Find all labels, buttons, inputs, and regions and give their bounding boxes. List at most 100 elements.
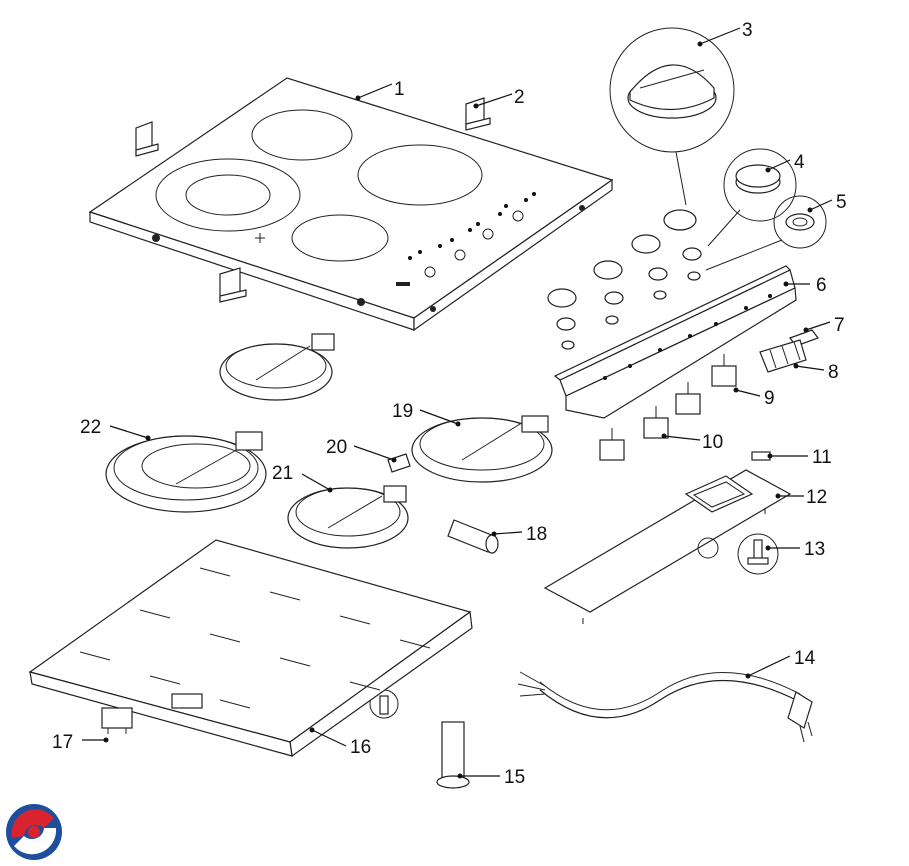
callout-anchor-dot	[765, 545, 771, 551]
callout-21: 21	[272, 463, 333, 493]
housing-ventilation-slots	[79, 567, 431, 709]
callout-12: 12	[775, 487, 827, 508]
callout-20: 20	[326, 437, 397, 463]
callout-number: 5	[836, 192, 847, 213]
callout-leader-line	[699, 27, 741, 45]
callout-15: 15	[457, 767, 525, 788]
callout-leader-line	[311, 729, 347, 747]
callout-leader-line	[493, 531, 523, 535]
leveling-foot	[369, 689, 470, 789]
callout-number: 9	[764, 388, 775, 409]
callout-leader-line	[805, 321, 831, 331]
insulating-sleeve	[447, 519, 499, 554]
callout-anchor-dot	[765, 167, 771, 173]
callout-leader-line	[735, 389, 761, 397]
callout-leader-line	[767, 159, 791, 171]
callout-1: 1	[355, 79, 405, 101]
callout-number: 22	[80, 417, 101, 438]
callout-leader-line	[109, 425, 149, 439]
brand-swirl-logo	[6, 804, 62, 860]
callout-number: 4	[794, 152, 805, 173]
callout-leader-line	[353, 445, 395, 461]
callout-leader-line	[809, 199, 833, 211]
callout-4: 4	[765, 152, 805, 173]
cooktop-control-markings	[396, 192, 536, 286]
callout-9: 9	[733, 387, 775, 409]
callout-10: 10	[661, 432, 723, 453]
callout-anchor-dot	[327, 487, 333, 493]
callout-anchor-dot	[807, 207, 813, 213]
cooktop-glass-panel	[88, 77, 614, 332]
callout-anchor-dot	[783, 281, 789, 287]
callout-anchor-dot	[733, 387, 739, 393]
callout-number: 8	[828, 362, 839, 383]
callout-anchor-dot	[697, 41, 703, 47]
power-cord	[517, 671, 813, 743]
callout-16: 16	[309, 727, 371, 758]
callout-number: 14	[794, 648, 816, 669]
callout-leader-line	[419, 409, 459, 425]
terminal-block	[759, 339, 807, 373]
bottom-housing	[28, 539, 473, 758]
callout-leader-line	[357, 83, 393, 99]
callout-anchor-dot	[457, 773, 463, 779]
callout-number: 12	[806, 487, 827, 508]
control-panel-housing	[553, 265, 797, 419]
foot-connector	[101, 707, 133, 734]
callout-anchor-dot	[473, 103, 479, 109]
callout-leader-line	[475, 93, 513, 107]
callout-number: 15	[504, 767, 525, 788]
callout-2: 2	[473, 87, 525, 109]
control-mounting-plate	[543, 469, 792, 613]
callout-number: 3	[742, 20, 753, 41]
callout-anchor-dot	[145, 435, 151, 441]
callout-anchor-dot	[391, 457, 397, 463]
callout-14: 14	[745, 648, 816, 679]
screw	[582, 508, 779, 624]
callout-leader-line	[747, 655, 791, 677]
callout-anchor-dot	[661, 433, 667, 439]
callout-anchor-dot	[767, 453, 773, 459]
callout-anchor-dot	[309, 727, 315, 733]
callout-anchor-dot	[455, 421, 461, 427]
callout-3: 3	[697, 20, 753, 47]
callout-number: 19	[392, 401, 413, 422]
callout-number: 11	[812, 447, 832, 468]
callout-22: 22	[80, 417, 151, 441]
callout-13: 13	[765, 539, 825, 560]
callout-11: 11	[767, 447, 832, 468]
callout-17: 17	[52, 732, 109, 753]
radiant-heater-element-small	[287, 485, 409, 549]
knob-nut	[561, 195, 827, 350]
radiant-heater-element-dual	[105, 431, 267, 513]
callout-anchor-dot	[103, 737, 109, 743]
callout-anchor-dot	[803, 327, 809, 333]
callout-number: 18	[526, 524, 547, 545]
callout-leader-line	[301, 473, 331, 491]
callout-number: 2	[514, 87, 525, 108]
callout-number: 1	[394, 79, 405, 100]
callout-anchor-dot	[355, 95, 361, 101]
callout-anchor-dot	[793, 363, 799, 369]
callout-anchor-dot	[491, 531, 497, 537]
indicator-lamp	[751, 451, 771, 461]
mounting-bracket	[135, 97, 491, 303]
callout-5: 5	[807, 192, 847, 213]
callout-18: 18	[491, 524, 547, 545]
callout-anchor-dot	[745, 673, 751, 679]
control-knob	[547, 27, 735, 308]
callout-6: 6	[783, 275, 827, 296]
callout-8: 8	[793, 362, 839, 383]
radiant-heater-element-rear	[219, 333, 335, 401]
element-clip	[387, 453, 411, 473]
callout-leader-line	[795, 365, 825, 371]
energy-regulator	[599, 354, 737, 461]
callout-7: 7	[803, 315, 845, 336]
radiant-heater-element	[411, 415, 553, 483]
callout-number: 17	[52, 732, 73, 753]
callout-number: 10	[702, 432, 723, 453]
callout-number: 20	[326, 437, 347, 458]
callout-number: 6	[816, 275, 827, 296]
